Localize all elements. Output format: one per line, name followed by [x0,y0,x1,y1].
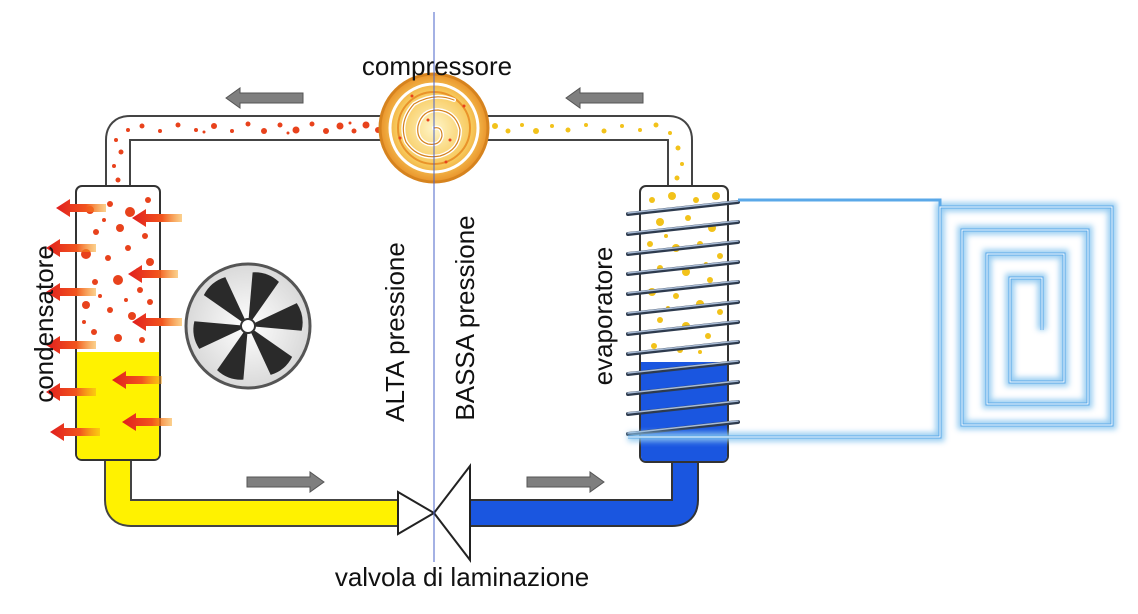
fan-icon [184,262,312,390]
heat-arrow-icon [132,313,182,331]
heat-arrow-icon [46,383,96,401]
flow-arrow-left-icon [225,87,304,109]
heat-arrow-icon [46,283,96,301]
condenser-hot-dots [81,197,154,343]
heat-release-arrows [46,199,182,441]
heat-arrow-icon [56,199,106,217]
flow-arrow-right-icon [526,471,605,493]
piping [104,115,699,527]
heat-arrow-icon [46,336,96,354]
heat-arrow-icon [132,209,182,227]
flow-arrows [225,87,644,493]
heat-arrow-icon [50,423,100,441]
flow-arrow-left-icon [565,87,644,109]
low-pressure-label: BASSA pressione [450,215,480,420]
evaporator-coil-wires [626,200,740,436]
heat-arrow-icon [128,265,178,283]
flow-arrow-right-icon [246,471,325,493]
floor-heating-coil-icon [628,198,1117,442]
evaporator-label: evaporatore [588,247,618,386]
hot-gas-dots [112,121,381,183]
heat-arrow-icon [46,239,96,257]
expansion-valve-icon [397,463,471,563]
cold-gas-dots [492,122,684,181]
condenser-label: condensatore [29,245,59,403]
heat-arrow-icon [122,413,172,431]
compressor-label: compressore [362,51,512,81]
high-pressure-label: ALTA pressione [380,242,410,422]
heat-arrow-icon [112,371,162,389]
evaporator-cold-dots [647,192,723,354]
valve-label: valvola di laminazione [335,562,589,592]
evaporator [626,185,740,463]
